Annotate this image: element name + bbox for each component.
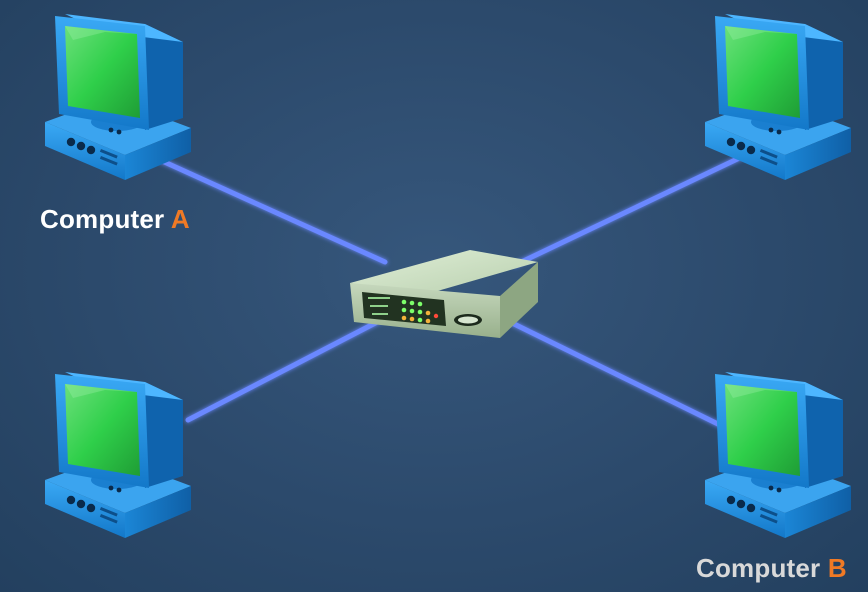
computer-b-name: Computer <box>696 553 821 583</box>
cable-bottom-left <box>185 315 388 423</box>
computer-b-letter: B <box>827 553 847 583</box>
cable-bottom-right <box>507 319 725 429</box>
computer-bottom-right <box>705 372 851 538</box>
connections <box>157 149 755 429</box>
computer-a-name: Computer <box>40 204 165 234</box>
computer-top-left <box>45 14 191 180</box>
computer-top-right <box>705 14 851 180</box>
computer-icon <box>45 372 191 538</box>
computer-icon <box>705 372 851 538</box>
cable-top-left <box>157 157 388 265</box>
computer-icon <box>45 14 191 180</box>
computer-a-label: Computer A <box>40 204 190 235</box>
network-switch <box>350 250 538 338</box>
computer-bottom-left <box>45 372 191 538</box>
computer-a-letter: A <box>170 204 190 234</box>
cable-top-right <box>512 149 755 268</box>
switch-leds <box>368 297 439 324</box>
computer-icon <box>705 14 851 180</box>
computer-b-label: Computer B <box>696 553 847 584</box>
